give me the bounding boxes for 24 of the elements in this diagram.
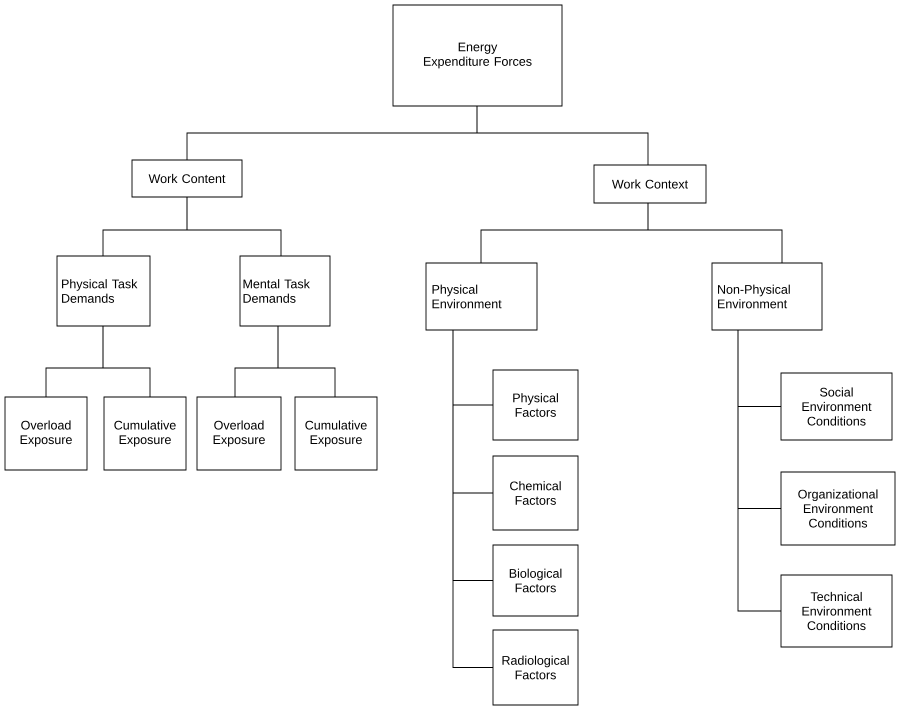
connector-line bbox=[186, 196, 282, 256]
process-box: Cumulative Exposure bbox=[294, 396, 378, 470]
connector-line bbox=[278, 326, 336, 398]
process-box: Non-Physical Environment bbox=[712, 262, 822, 330]
connector-line bbox=[102, 326, 150, 398]
process-box: Physical Task Demands bbox=[56, 256, 150, 326]
process-box: Technical Environment Conditions bbox=[780, 574, 892, 648]
connector-line bbox=[738, 330, 782, 612]
process-box: Overload Exposure bbox=[4, 396, 88, 470]
process-box: Chemical Factors bbox=[492, 456, 578, 530]
connector-line bbox=[476, 106, 648, 166]
process-box: Energy Expenditure Forces bbox=[392, 4, 562, 106]
process-box: Physical Environment bbox=[426, 262, 538, 330]
process-box: Physical Factors bbox=[492, 370, 578, 440]
process-box: Radiological Factors bbox=[492, 630, 578, 706]
process-box: Work Context bbox=[594, 164, 706, 204]
connector-line bbox=[648, 202, 782, 264]
process-box: Biological Factors bbox=[492, 544, 578, 616]
process-box: Overload Exposure bbox=[196, 396, 282, 470]
process-box: Cumulative Exposure bbox=[104, 396, 186, 470]
process-box: Mental Task Demands bbox=[240, 256, 330, 326]
process-box: Organizational Environment Conditions bbox=[780, 472, 896, 546]
process-box: Social Environment Conditions bbox=[780, 372, 892, 440]
process-box: Work Content bbox=[132, 160, 242, 198]
